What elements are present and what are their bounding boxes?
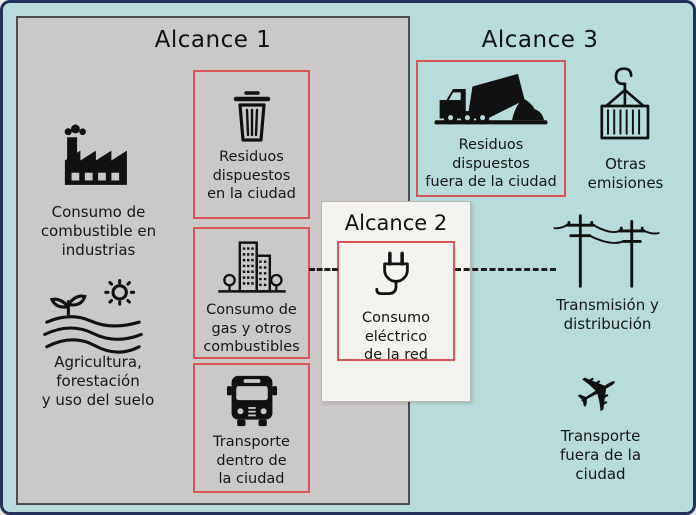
connector-dash-left — [309, 268, 338, 271]
scope1-box-transport-label: Transporte dentro de la ciudad — [213, 434, 290, 488]
scope1-item-agriculture-label: Agricultura, forestación y uso del suelo — [41, 353, 155, 410]
scope2-panel: Alcance 2 Consumo eléctrico de la red — [321, 201, 471, 402]
factory-icon — [55, 123, 139, 187]
scope2-box-grid-electricity: Consumo eléctrico de la red — [337, 241, 455, 363]
scope1-box-waste-label: Residuos dispuestos en la ciudad — [207, 149, 296, 203]
city-buildings-icon — [208, 237, 296, 297]
scope1-title: Alcance 1 — [154, 27, 272, 53]
dump-truck-icon — [423, 68, 559, 132]
scope1-box-transport-in-city: Transporte dentro de la ciudad — [193, 363, 310, 493]
scope1-box-gas-label: Consumo de gas y otros combustibles — [203, 302, 300, 356]
scope1-box-waste-in-city: Residuos dispuestos en la ciudad — [193, 70, 310, 219]
scope3-box-waste-label: Residuos dispuestos fuera de la ciudad — [425, 137, 557, 191]
scope1-item-industry-label: Consumo de combustible en industrias — [40, 203, 157, 260]
agriculture-icon — [39, 279, 147, 357]
airplane-icon: ✈ — [563, 353, 635, 432]
bus-icon — [226, 373, 278, 429]
scope2-box-grid-label: Consumo eléctrico de la red — [362, 310, 430, 364]
connector-dash-right — [455, 268, 556, 271]
scope3-item-other-emissions-label: Otras emisiones — [587, 155, 664, 193]
scope1-box-gas-fuels: Consumo de gas y otros combustibles — [193, 227, 310, 359]
scope2-title: Alcance 2 — [344, 211, 448, 235]
scope3-box-waste-outside-city: Residuos dispuestos fuera de la ciudad — [416, 60, 566, 197]
plug-icon — [368, 249, 424, 305]
scope3-item-transport-outside-label: Transporte fuera de la ciudad — [559, 427, 642, 484]
power-lines-icon — [551, 209, 663, 291]
scope3-title: Alcance 3 — [481, 27, 599, 53]
scope3-item-transmission-label: Transmisión y distribución — [556, 296, 659, 334]
trash-icon — [229, 88, 275, 144]
crane-container-icon — [591, 61, 657, 151]
